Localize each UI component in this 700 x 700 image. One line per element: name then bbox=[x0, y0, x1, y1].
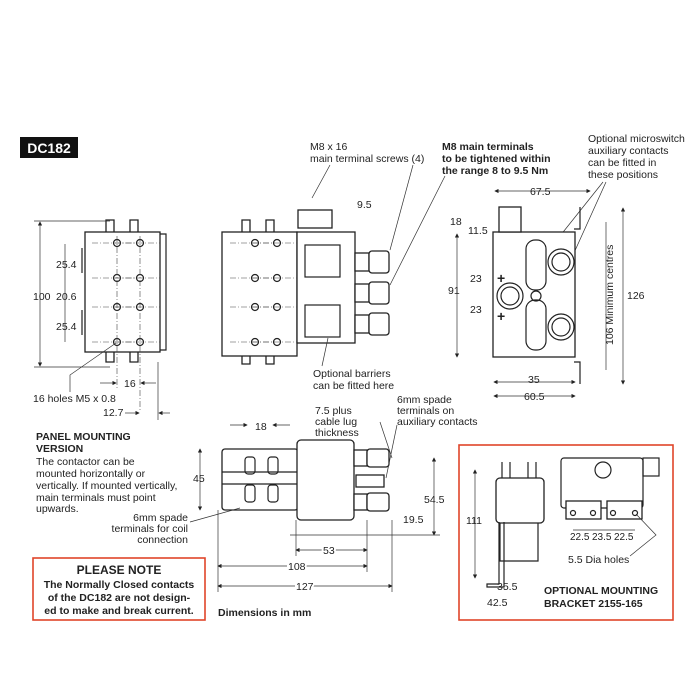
dim-end-upper: 23 bbox=[470, 273, 482, 285]
panel-mounting-line-2: mounted horizontally or bbox=[36, 468, 146, 480]
lug-callout-2: cable lug bbox=[315, 416, 357, 428]
dim-end-width: 60.5 bbox=[524, 391, 545, 403]
side-view bbox=[221, 209, 390, 365]
mounting-hole-icon bbox=[250, 302, 260, 312]
bracket-heading-2: BRACKET 2155-165 bbox=[544, 598, 643, 610]
bracket-offset-a: 35.5 bbox=[497, 581, 518, 593]
dim-end-lower: 23 bbox=[470, 304, 482, 316]
note-line-2: of the DC182 are not design- bbox=[48, 592, 191, 604]
please-note-box: PLEASE NOTE The Normally Closed contacts… bbox=[32, 557, 206, 621]
bracket-spacing-2: 23.5 bbox=[592, 532, 612, 543]
holes-leader bbox=[69, 342, 117, 392]
coil-spade-callout-3: connection bbox=[137, 534, 188, 546]
mounting-bracket-box bbox=[458, 444, 674, 621]
barriers-callout-1: Optional barriers bbox=[313, 368, 391, 380]
bracket-spacing-1: 22.5 bbox=[570, 532, 590, 543]
dim-end-top-b: 11.5 bbox=[468, 225, 488, 237]
units-label: Dimensions in mm bbox=[218, 607, 311, 619]
microswitch-callout-1: Optional microswitch bbox=[588, 133, 685, 145]
bracket-heading-1: OPTIONAL MOUNTING bbox=[544, 585, 658, 597]
bracket-offset-b: 42.5 bbox=[487, 597, 508, 609]
dim-end-top-a: 18 bbox=[450, 216, 462, 228]
dim-end-overall: 126 bbox=[627, 290, 645, 302]
panel-mounting-heading-2: VERSION bbox=[36, 443, 83, 455]
coil-spade-callout-1: 6mm spade bbox=[133, 512, 188, 524]
plan-view bbox=[189, 421, 440, 592]
dim-plan-terminal-height: 54.5 bbox=[424, 494, 445, 506]
svg-text:+: + bbox=[497, 308, 505, 324]
mounting-hole-icon bbox=[272, 302, 282, 312]
dim-plan-coil: 53 bbox=[323, 545, 335, 557]
main-terminal-icon bbox=[353, 493, 368, 511]
holes-callout: 16 holes M5 x 0.8 bbox=[33, 393, 116, 405]
model-label: DC182 bbox=[27, 140, 71, 156]
panel-front-view bbox=[34, 219, 167, 420]
lug-callout-3: thickness bbox=[315, 427, 359, 439]
mounting-hole-icon bbox=[272, 273, 282, 283]
main-terminal-icon bbox=[353, 449, 368, 467]
bracket-spacing-3: 22.5 bbox=[614, 532, 634, 543]
panel-mounting-line-4: main terminals must point bbox=[36, 492, 156, 504]
dim-offset: 12.7 bbox=[103, 407, 124, 419]
screws-callout-2: main terminal screws (4) bbox=[310, 153, 424, 165]
aux-spade-callout-2: terminals on bbox=[397, 405, 454, 417]
note-line-3: ed to make and break current. bbox=[44, 605, 193, 617]
screws-callout-1: M8 x 16 bbox=[310, 141, 348, 153]
dim-plan-aux-offset: 19.5 bbox=[403, 514, 424, 526]
dim-terminal: 9.5 bbox=[357, 199, 372, 211]
bracket-holes-label: 5.5 Dia holes bbox=[568, 554, 629, 566]
note-line-1: The Normally Closed contacts bbox=[44, 579, 195, 591]
panel-mounting-heading-1: PANEL MOUNTING bbox=[36, 431, 131, 443]
panel-mounting-line-3: vertically. If mounted vertically, bbox=[36, 480, 177, 492]
coil-spade-callout-2: terminals for coil bbox=[112, 523, 188, 535]
torque-callout-3: the range 8 to 9.5 Nm bbox=[442, 165, 548, 177]
torque-callout-2: to be tightened within bbox=[442, 153, 551, 165]
dim-panel-pitch-b: 20.6 bbox=[56, 291, 77, 303]
svg-text:+: + bbox=[497, 270, 505, 286]
dim-plan-spade: 18 bbox=[255, 421, 267, 433]
end-view: ++ bbox=[454, 188, 626, 399]
mounting-hole-icon bbox=[250, 337, 260, 347]
main-terminal-icon bbox=[354, 252, 370, 272]
panel-mounting-line-1: The contactor can be bbox=[36, 456, 135, 468]
torque-callout-1: M8 main terminals bbox=[442, 141, 534, 153]
dim-panel-pitch-c: 25.4 bbox=[56, 321, 77, 333]
aux-spade-callout-3: auxiliary contacts bbox=[397, 416, 478, 428]
dim-panel-pitch-a: 25.4 bbox=[56, 259, 77, 271]
note-heading: PLEASE NOTE bbox=[77, 563, 162, 577]
microswitch-callout-3: can be fitted in bbox=[588, 157, 656, 169]
dim-plan-height: 45 bbox=[193, 473, 205, 485]
dim-end-centres: 106 Minimum centres bbox=[604, 245, 616, 345]
leader-lines-top bbox=[311, 164, 607, 307]
dim-hole-spacing: 16 bbox=[124, 378, 136, 390]
model-badge: DC182 bbox=[20, 137, 78, 158]
bracket-height: 111 bbox=[466, 515, 482, 527]
lug-callout-1: 7.5 plus bbox=[315, 405, 352, 417]
dim-plan-body: 108 bbox=[288, 561, 306, 573]
dim-plan-overall: 127 bbox=[296, 581, 314, 593]
dim-panel-height: 100 bbox=[33, 291, 51, 303]
main-terminal-icon bbox=[354, 283, 370, 303]
dim-end-hole-span: 35 bbox=[528, 374, 540, 386]
panel-mounting-line-5: upwards. bbox=[36, 503, 79, 515]
main-terminal-icon bbox=[354, 314, 370, 334]
aux-spade-callout-1: 6mm spade bbox=[397, 394, 452, 406]
mounting-hole-icon bbox=[250, 238, 260, 248]
mounting-hole-icon bbox=[250, 273, 260, 283]
microswitch-callout-2: auxiliary contacts bbox=[588, 145, 669, 157]
dim-end-width-top: 67.5 bbox=[530, 186, 551, 198]
mounting-hole-icon bbox=[272, 337, 282, 347]
microswitch-callout-4: these positions bbox=[588, 169, 658, 181]
barriers-callout-2: can be fitted here bbox=[313, 380, 394, 392]
dim-end-height: 91 bbox=[448, 285, 460, 297]
mounting-hole-icon bbox=[272, 238, 282, 248]
